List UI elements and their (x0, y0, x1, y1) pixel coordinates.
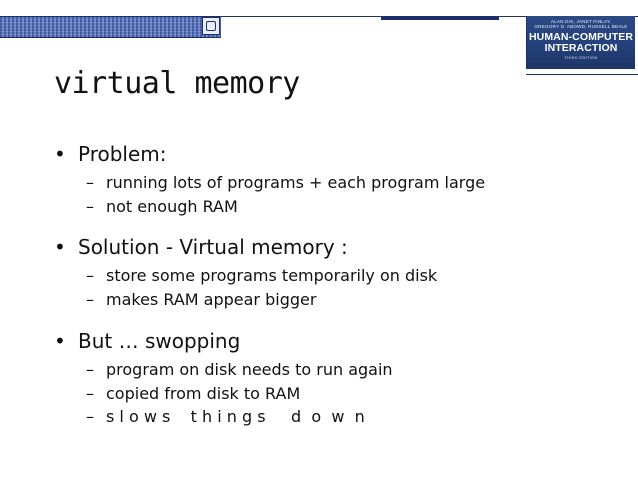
sub-item: –makes RAM appear bigger (52, 288, 612, 312)
dash-icon: – (86, 383, 94, 403)
slide-title: virtual memory (54, 66, 300, 101)
dash-icon: – (86, 196, 94, 216)
bullet-main: • Solution - Virtual memory : (52, 233, 612, 261)
book-title: HUMAN-COMPUTER INTERACTION (527, 30, 635, 54)
bullet-main: • Problem: (52, 140, 612, 168)
sub-item: –s l o w s t h i n g s d o w n (52, 405, 612, 429)
sub-list: –running lots of programs + each program… (52, 171, 612, 218)
book-cover: ALAN DIX, JANET FINLAY, GREGORY D. ABOWD… (526, 16, 635, 69)
dash-icon: – (86, 360, 94, 379)
sub-item: –copied from disk to RAM (52, 382, 612, 406)
book-title-line2: INTERACTION (544, 41, 618, 54)
sub-item: –program on disk needs to run again (52, 358, 612, 382)
bullet-problem: • Problem: –running lots of programs + e… (52, 140, 612, 218)
bullet-text: Problem: (78, 142, 167, 166)
sub-list: –program on disk needs to run again –cop… (52, 358, 612, 429)
header-accent-bar (381, 16, 499, 20)
bullet-main: • But … swopping (52, 327, 612, 355)
sub-text: program on disk needs to run again (106, 360, 393, 379)
dash-icon: – (86, 266, 94, 285)
sub-item: –store some programs temporarily on disk (52, 264, 612, 288)
bullet-list: • Problem: –running lots of programs + e… (52, 140, 612, 429)
dash-icon: – (86, 407, 94, 426)
bullet-swopping: • But … swopping –program on disk needs … (52, 327, 612, 429)
header-square-icon (202, 17, 220, 35)
book-authors: ALAN DIX, JANET FINLAY, GREGORY D. ABOWD… (534, 19, 628, 30)
bullet-dot-icon: • (54, 142, 66, 166)
sub-text: store some programs temporarily on disk (106, 266, 438, 285)
bullet-text: Solution - Virtual memory : (78, 235, 348, 259)
dash-icon: – (86, 173, 94, 192)
sub-text: not enough RAM (106, 196, 238, 216)
sub-item: –not enough RAM (52, 195, 612, 219)
sub-list: –store some programs temporarily on disk… (52, 264, 612, 311)
bullet-text: But … swopping (78, 329, 241, 353)
book-edition: THIRD EDITION (564, 55, 598, 60)
sub-text: copied from disk to RAM (106, 383, 301, 403)
bullet-dot-icon: • (54, 235, 66, 259)
sub-text: s l o w s t h i n g s d o w n (106, 407, 365, 426)
sub-text: running lots of programs + each program … (106, 173, 486, 192)
dash-icon: – (86, 289, 94, 309)
bullet-solution: • Solution - Virtual memory : –store som… (52, 233, 612, 311)
header-band-texture (0, 19, 221, 35)
sub-item: –running lots of programs + each program… (52, 171, 612, 195)
bullet-dot-icon: • (54, 329, 66, 353)
header-band (0, 16, 221, 38)
book-title-line1: HUMAN-COMPUTER (528, 30, 634, 43)
sub-text: makes RAM appear bigger (106, 289, 317, 309)
book-underline (526, 74, 638, 75)
